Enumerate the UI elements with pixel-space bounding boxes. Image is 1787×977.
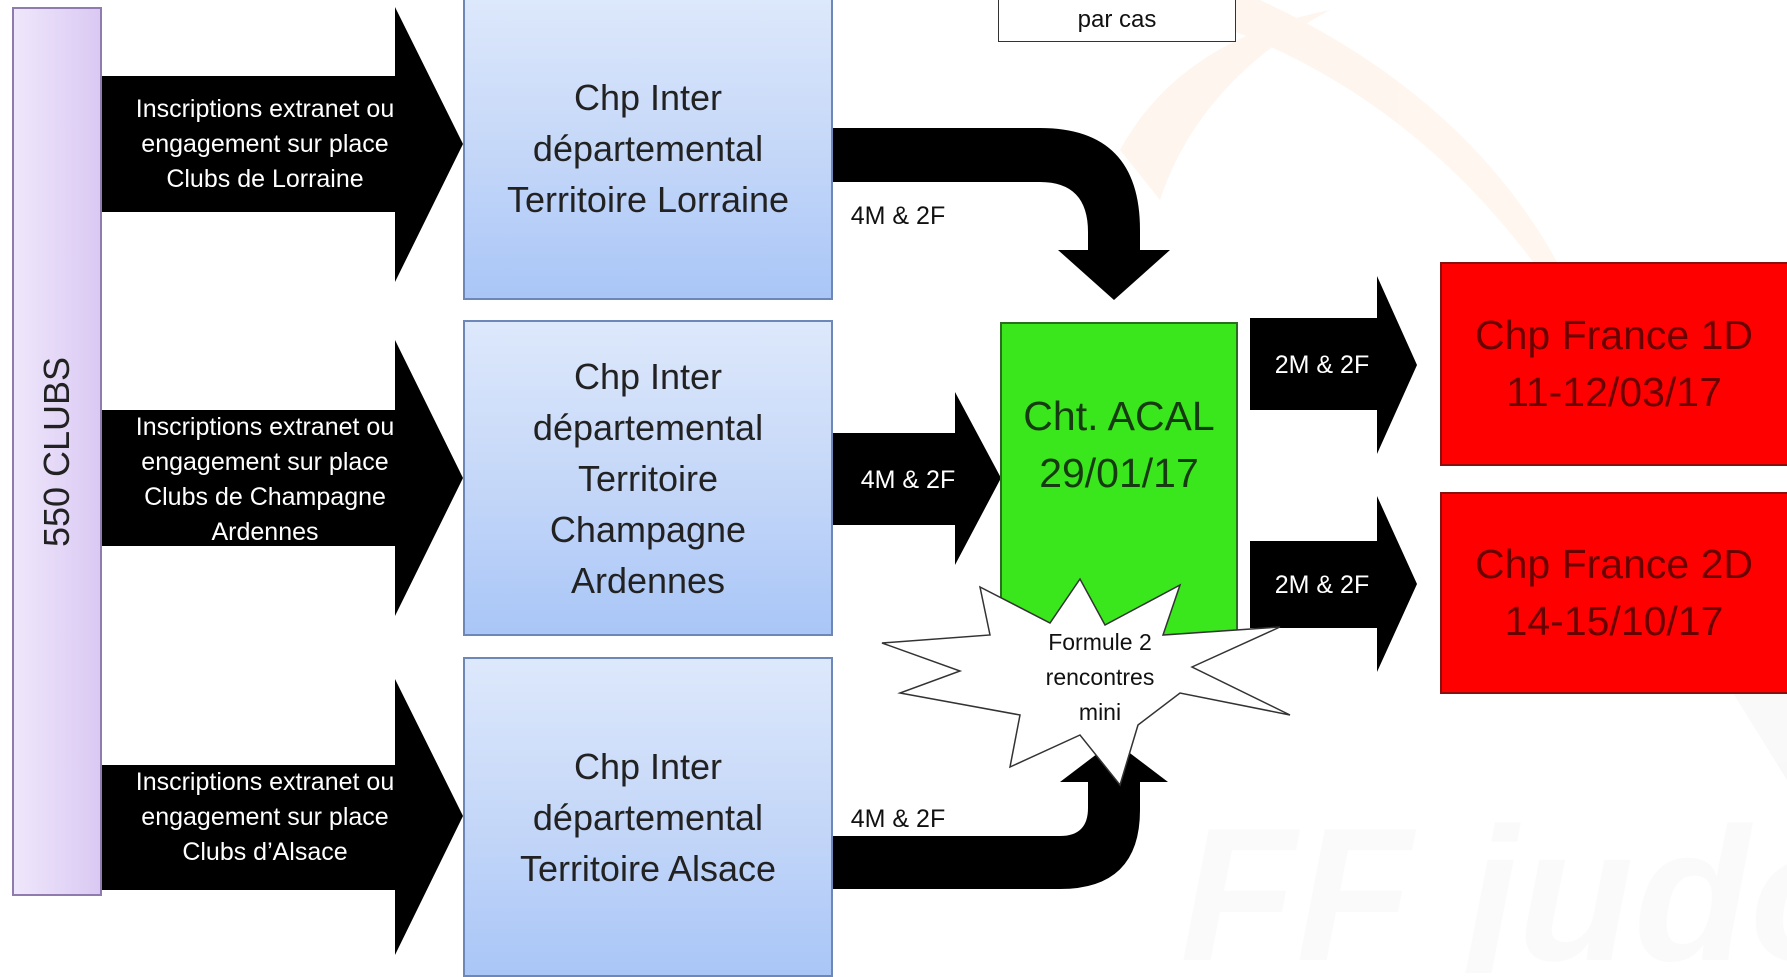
chp-line: départemental: [532, 127, 764, 169]
inscription-line: engagement sur place: [141, 448, 389, 476]
formule-label: Formule 2 rencontres mini: [1010, 622, 1190, 732]
top-note-text: par cas: [1077, 6, 1157, 33]
chp-box-lorraine: Chp Inter départemental Territoire Lorra…: [463, 0, 833, 300]
chp-line: Territoire Alsace: [519, 847, 777, 889]
quota-alsace: 4M & 2F: [850, 804, 946, 833]
france-line: Chp France 2D: [1474, 541, 1753, 587]
chp-box-champagne: Chp Inter départemental Territoire Champ…: [463, 320, 833, 636]
france-line: Chp France 1D: [1474, 312, 1753, 358]
france-line: 14-15/10/17: [1504, 598, 1724, 644]
curved-arrow-alsace-acal: [833, 741, 1168, 889]
inscription-arrow-champagne: [102, 340, 463, 616]
arrow-acal-france-2d: [1250, 496, 1417, 672]
chp-line: départemental: [532, 796, 764, 838]
acal-box: Cht. ACAL 29/01/17: [1000, 322, 1238, 638]
formule-line: Formule 2: [1048, 628, 1152, 655]
chp-line: Ardennes: [570, 559, 726, 601]
formule-line: mini: [1078, 698, 1122, 725]
acal-line: 29/01/17: [1039, 450, 1199, 496]
france-line: 11-12/03/17: [1506, 369, 1722, 415]
inscription-line: Clubs de Lorraine: [166, 165, 364, 193]
chp-line: Territoire Lorraine: [506, 178, 790, 220]
inscription-label-champagne: Inscriptions extranet ou engagement sur …: [110, 410, 420, 550]
formule-starburst: [881, 577, 1291, 787]
quota-lorraine: 4M & 2F: [850, 201, 946, 230]
chp-line: Territoire: [577, 457, 719, 499]
chp-line: départemental: [532, 406, 764, 448]
chp-line: Champagne: [549, 508, 747, 550]
arrow-acal-france-1d: [1250, 276, 1417, 454]
inscription-line: Inscriptions extranet ou: [135, 95, 395, 123]
inscription-line: Inscriptions extranet ou: [135, 413, 395, 441]
quota-france-2d: 2M & 2F: [1274, 570, 1370, 599]
arrow-champagne-acal: [833, 392, 1001, 565]
quota-france-1d: 2M & 2F: [1274, 350, 1370, 379]
acal-line: Cht. ACAL: [1023, 393, 1215, 439]
france-box-2d: Chp France 2D 14-15/10/17: [1440, 492, 1787, 694]
inscription-line: Inscriptions extranet ou: [135, 768, 395, 796]
chp-line: Chp Inter: [573, 355, 723, 397]
svg-text:FF judo: FF judo: [1180, 789, 1787, 973]
inscription-line: engagement sur place: [141, 803, 389, 831]
quota-champagne: 4M & 2F: [860, 465, 956, 494]
france-box-1d: Chp France 1D 11-12/03/17: [1440, 262, 1787, 466]
inscription-label-alsace: Inscriptions extranet ou engagement sur …: [110, 765, 420, 870]
inscription-label-lorraine: Inscriptions extranet ou engagement sur …: [110, 92, 420, 197]
clubs-label: 550 CLUBS: [36, 356, 78, 547]
top-note-box: par cas: [998, 0, 1236, 42]
inscription-line: Clubs de Champagne: [144, 483, 386, 511]
chp-line: Chp Inter: [573, 76, 723, 118]
chp-line: Chp Inter: [573, 745, 723, 787]
inscription-arrow-alsace: [102, 679, 463, 955]
clubs-box: 550 CLUBS: [12, 7, 102, 896]
formule-line: rencontres: [1045, 663, 1155, 690]
chp-box-alsace: Chp Inter départemental Territoire Alsac…: [463, 657, 833, 977]
inscription-line: Clubs d’Alsace: [182, 838, 348, 866]
inscription-line: Ardennes: [211, 518, 319, 546]
inscription-line: engagement sur place: [141, 130, 389, 158]
curved-arrow-lorraine-acal: [833, 128, 1170, 300]
inscription-arrow-lorraine: [102, 7, 463, 282]
